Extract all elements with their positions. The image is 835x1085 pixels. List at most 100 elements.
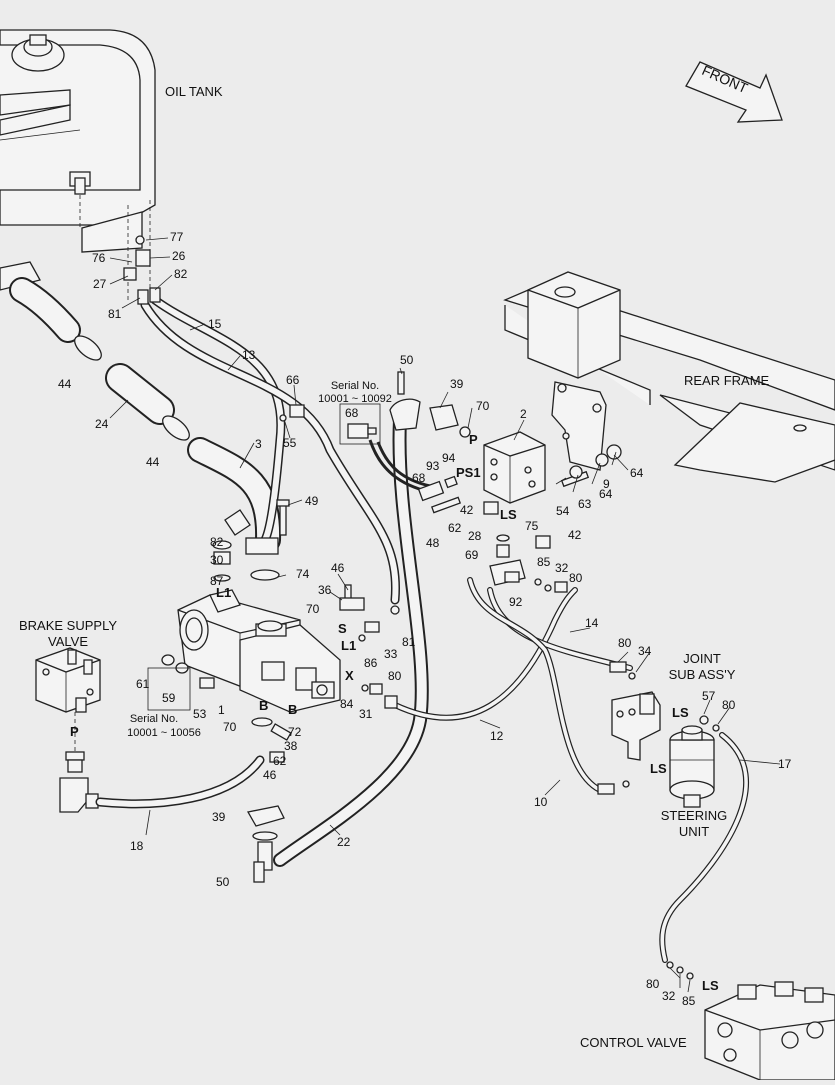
callout-number: 86 <box>364 656 378 670</box>
callout-number: 64 <box>599 487 613 501</box>
callout-number: 18 <box>130 839 144 853</box>
callout-number: 57 <box>702 689 716 703</box>
callout-number: 36 <box>318 583 332 597</box>
callout-number: 46 <box>331 561 345 575</box>
hoses <box>9 277 750 963</box>
hydraulic-pump <box>177 589 341 713</box>
callout-number: 49 <box>305 494 319 508</box>
serial-a-box <box>339 403 381 445</box>
callout-number: 82 <box>210 535 224 549</box>
callout-number: 50 <box>400 353 414 367</box>
serial-a-line1: Serial No. <box>331 380 379 392</box>
callout-number: 46 <box>263 768 277 782</box>
callout-number: 80 <box>569 571 583 585</box>
callout-number: 48 <box>426 536 440 550</box>
port-letter: LS <box>500 507 517 522</box>
steering-label-1: STEERING <box>661 808 727 823</box>
callout-number: 74 <box>296 567 310 581</box>
serial-b-box <box>147 667 191 711</box>
callout-number: 33 <box>384 647 398 661</box>
callout-number: 3 <box>255 437 262 451</box>
callout-number: 62 <box>273 754 287 768</box>
port-letter: L1 <box>216 585 231 600</box>
callout-number: 32 <box>662 989 676 1003</box>
callout-number: 70 <box>223 720 237 734</box>
callout-number: 81 <box>402 635 416 649</box>
callout-number: 39 <box>212 810 226 824</box>
callout-number: 9 <box>603 477 610 491</box>
serial-b-line2: 10001 ~ 10056 <box>127 727 201 739</box>
assembly-labels: OIL TANK REAR FRAME BRAKE SUPPLY VALVE J… <box>19 84 770 1050</box>
callout-number: 77 <box>170 230 184 244</box>
callout-number: 44 <box>58 377 72 391</box>
port-letters: P PS1 LS LS LS LS L1 L1 S X B B P <box>70 432 719 993</box>
callout-number: 80 <box>646 977 660 991</box>
callout-number: 93 <box>426 459 440 473</box>
callout-number: 28 <box>468 529 482 543</box>
brake-supply-valve <box>35 647 101 813</box>
callout-number: 50 <box>216 875 230 889</box>
serial-a-line2: 10001 ~ 10092 <box>318 393 392 405</box>
port-letter: S <box>338 621 347 636</box>
priority-valve-block <box>483 431 546 504</box>
callout-number: 30 <box>210 553 224 567</box>
control-valve <box>704 981 835 1081</box>
callout-number: 87 <box>210 574 224 588</box>
steering-unit <box>669 725 715 808</box>
callout-number: 80 <box>722 698 736 712</box>
rear-frame-label: REAR FRAME <box>684 373 770 388</box>
leader-lines <box>109 237 781 993</box>
callout-number: 80 <box>388 669 402 683</box>
joint-sub-assembly <box>611 691 661 761</box>
brake-supply-label-2: VALVE <box>48 634 88 649</box>
callout-number: 54 <box>556 504 570 518</box>
brake-supply-label-1: BRAKE SUPPLY <box>19 618 117 633</box>
callout-number: 76 <box>92 251 106 265</box>
port-letter: LS <box>650 761 667 776</box>
port-letter: LS <box>672 705 689 720</box>
callout-number: 12 <box>490 729 504 743</box>
callout-number: 14 <box>585 616 599 630</box>
callout-number: 84 <box>340 697 354 711</box>
joint-label-2: SUB ASS'Y <box>669 667 736 682</box>
callout-number: 92 <box>509 595 523 609</box>
callout-number: 15 <box>208 317 222 331</box>
port-letter: P <box>469 432 478 447</box>
callout-number: 2 <box>520 407 527 421</box>
callout-number: 34 <box>638 644 652 658</box>
callout-number: 68 <box>345 406 359 420</box>
callout-number: 94 <box>442 451 456 465</box>
callout-number: 42 <box>568 528 582 542</box>
callout-number: 24 <box>95 417 109 431</box>
callout-number: 82 <box>174 267 188 281</box>
callout-number: 85 <box>682 994 696 1008</box>
oil-tank-label: OIL TANK <box>165 84 223 99</box>
callout-number: 66 <box>286 373 300 387</box>
callout-number: 55 <box>283 436 297 450</box>
callout-number: 32 <box>555 561 569 575</box>
fittings <box>74 235 720 980</box>
callout-number: 10 <box>534 795 548 809</box>
callout-number: 26 <box>172 249 186 263</box>
callout-number: 42 <box>460 503 474 517</box>
callout-number: 38 <box>284 739 298 753</box>
callout-number: 80 <box>618 636 632 650</box>
front-arrow: FRONT <box>685 61 783 123</box>
callout-number: 31 <box>359 707 373 721</box>
callout-number: 69 <box>465 548 479 562</box>
serial-b-line1: Serial No. <box>130 713 178 725</box>
callout-number: 68 <box>412 471 426 485</box>
callout-number: 59 <box>162 691 176 705</box>
steering-label-2: UNIT <box>679 824 709 839</box>
callout-number: 70 <box>306 602 320 616</box>
callout-number: 27 <box>93 277 107 291</box>
callout-number: 63 <box>578 497 592 511</box>
oil-tank <box>0 29 156 300</box>
callout-number: 85 <box>537 555 551 569</box>
callout-number: 44 <box>146 455 160 469</box>
callout-number: 22 <box>337 835 351 849</box>
callout-number: 81 <box>108 307 122 321</box>
callout-number: 13 <box>242 348 256 362</box>
port-letter: L1 <box>341 638 356 653</box>
